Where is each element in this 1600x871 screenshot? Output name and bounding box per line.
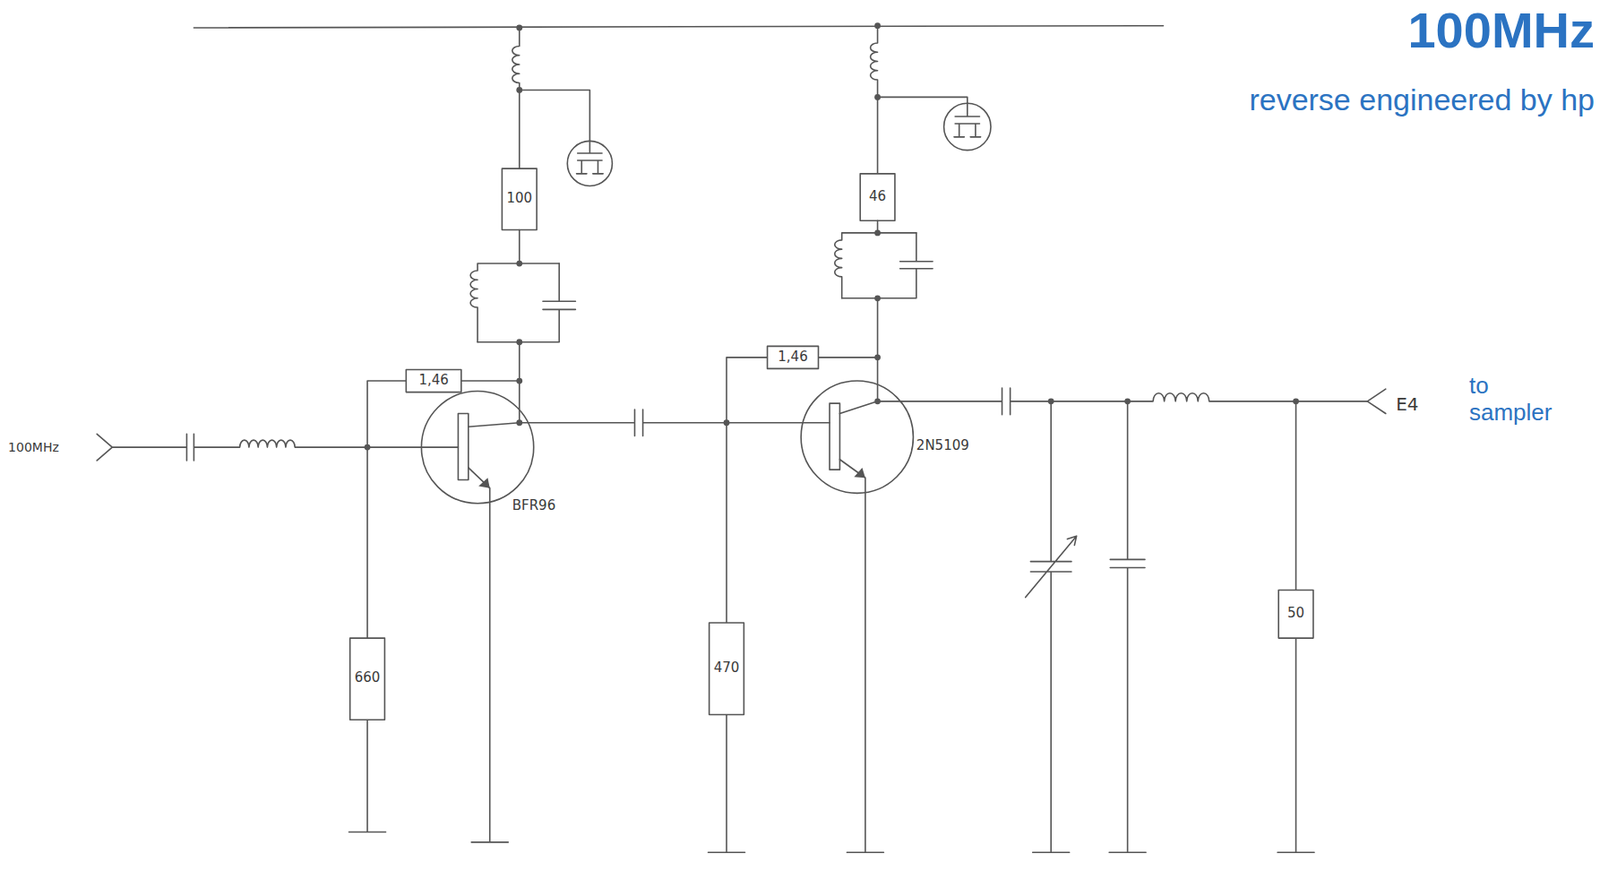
connector-label-box: E4 — [1395, 394, 1419, 415]
resistor-value-box: 100 — [506, 190, 533, 207]
output-note: to sampler — [1469, 372, 1570, 427]
resistor-value-box: 1,46 — [777, 349, 808, 365]
input-label-box: 100MHz — [8, 439, 60, 455]
resistor-value: 46 — [868, 189, 887, 205]
subtitle-note-box: reverse engineered by hp — [1248, 82, 1595, 118]
transistor-label: BFR96 — [512, 498, 556, 514]
resistor-value-box: 50 — [1287, 605, 1305, 621]
resistor-value-box: 470 — [713, 660, 740, 676]
resistor-value: 50 — [1287, 605, 1305, 621]
title: 100MHz — [1407, 1, 1595, 60]
resistor-value-box: 660 — [354, 670, 381, 687]
resistor-value: 660 — [354, 670, 381, 687]
connector-label: E4 — [1395, 394, 1419, 415]
resistor-value: 1,46 — [418, 372, 448, 388]
transistor-label-box: BFR96 — [512, 498, 556, 514]
input-label: 100MHz — [8, 439, 60, 455]
title-box: 100MHz — [1407, 1, 1595, 60]
resistor-value: 1,46 — [777, 349, 808, 365]
transistor-label-box: 2N5109 — [916, 438, 970, 454]
resistor-value: 100 — [506, 190, 533, 207]
resistor-value-box: 46 — [868, 189, 887, 205]
resistor-value: 470 — [713, 660, 740, 676]
transistor-label: 2N5109 — [916, 438, 970, 454]
output-note-box: to sampler — [1469, 372, 1570, 427]
subtitle-note: reverse engineered by hp — [1248, 82, 1595, 118]
resistor-value-box: 1,46 — [418, 372, 448, 388]
